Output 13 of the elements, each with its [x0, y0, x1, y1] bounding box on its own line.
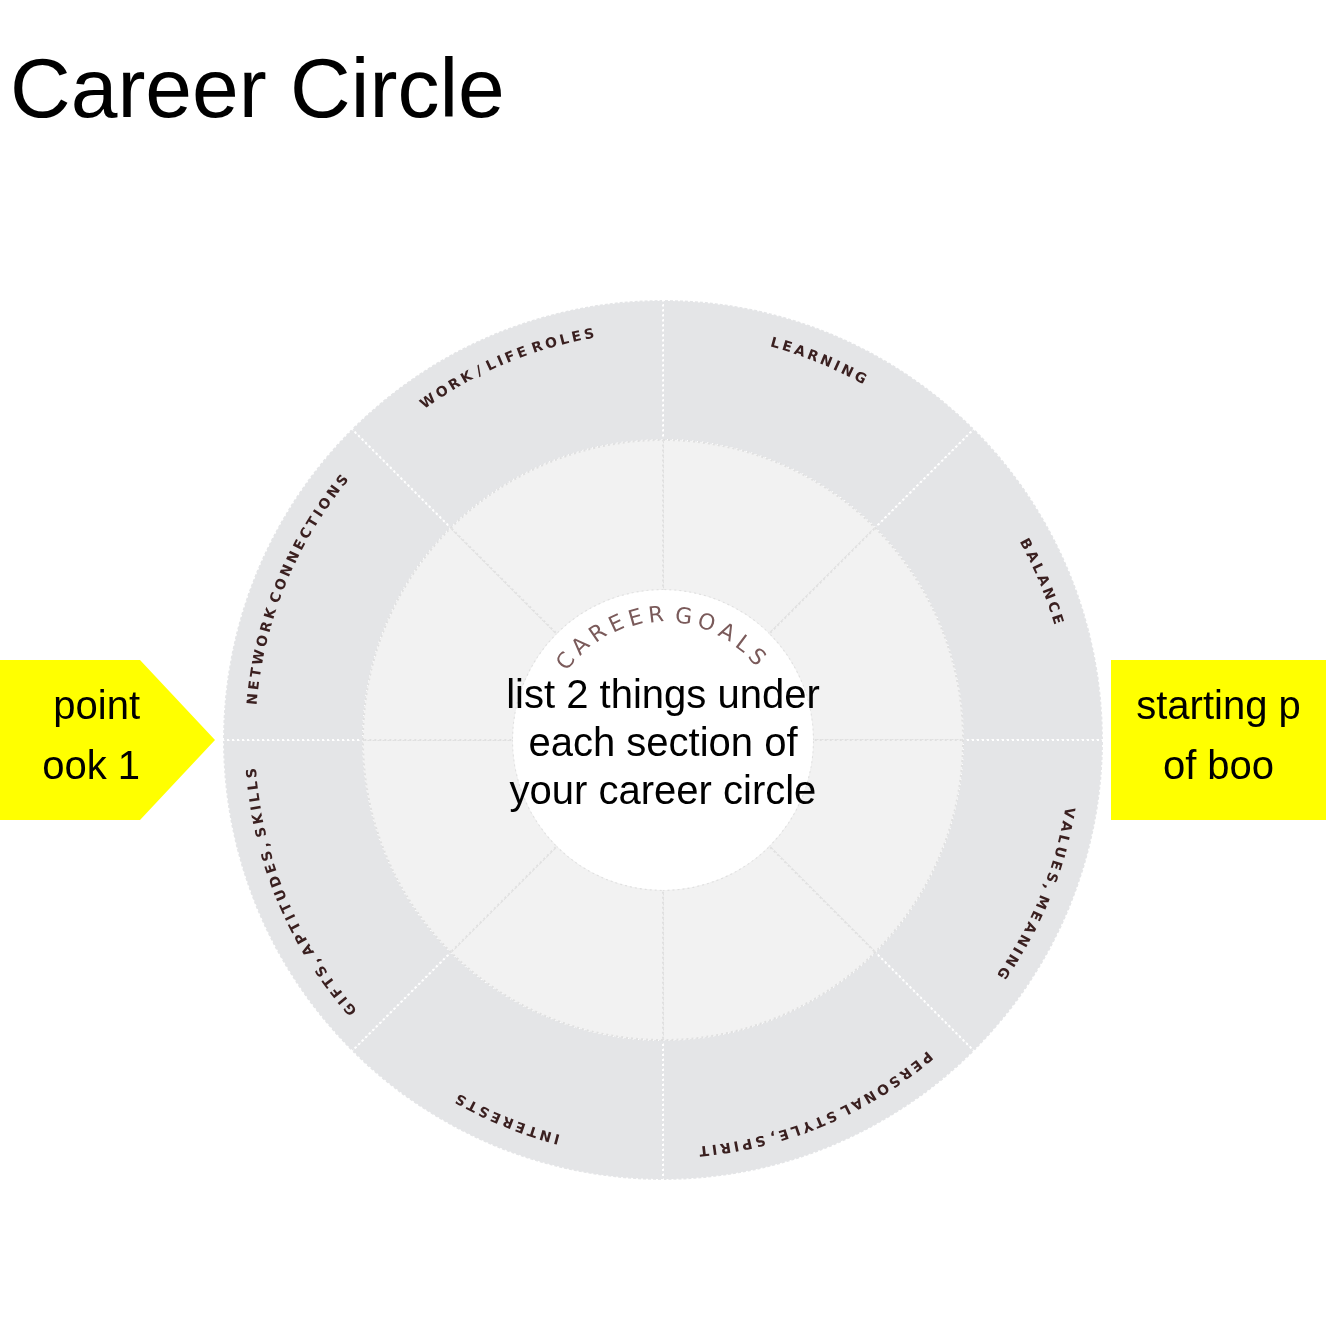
- arrow-label: starting p of boo: [1135, 682, 1302, 789]
- title: Career Circle: [10, 40, 505, 137]
- arrow-shape: [0, 660, 215, 820]
- ring-segment: [350, 299, 664, 529]
- label-box: [1111, 660, 1326, 820]
- ring-segment: [222, 739, 452, 1053]
- arrow-label: point ook 1: [41, 682, 140, 789]
- instruction-text: list 2 things under each section of your career circle: [505, 671, 821, 814]
- ring-segment: [222, 427, 452, 741]
- ring-segment: [874, 427, 1104, 741]
- ring-segment: [662, 951, 976, 1181]
- ring-segment: [874, 739, 1104, 1053]
- ring-segment: [662, 299, 976, 529]
